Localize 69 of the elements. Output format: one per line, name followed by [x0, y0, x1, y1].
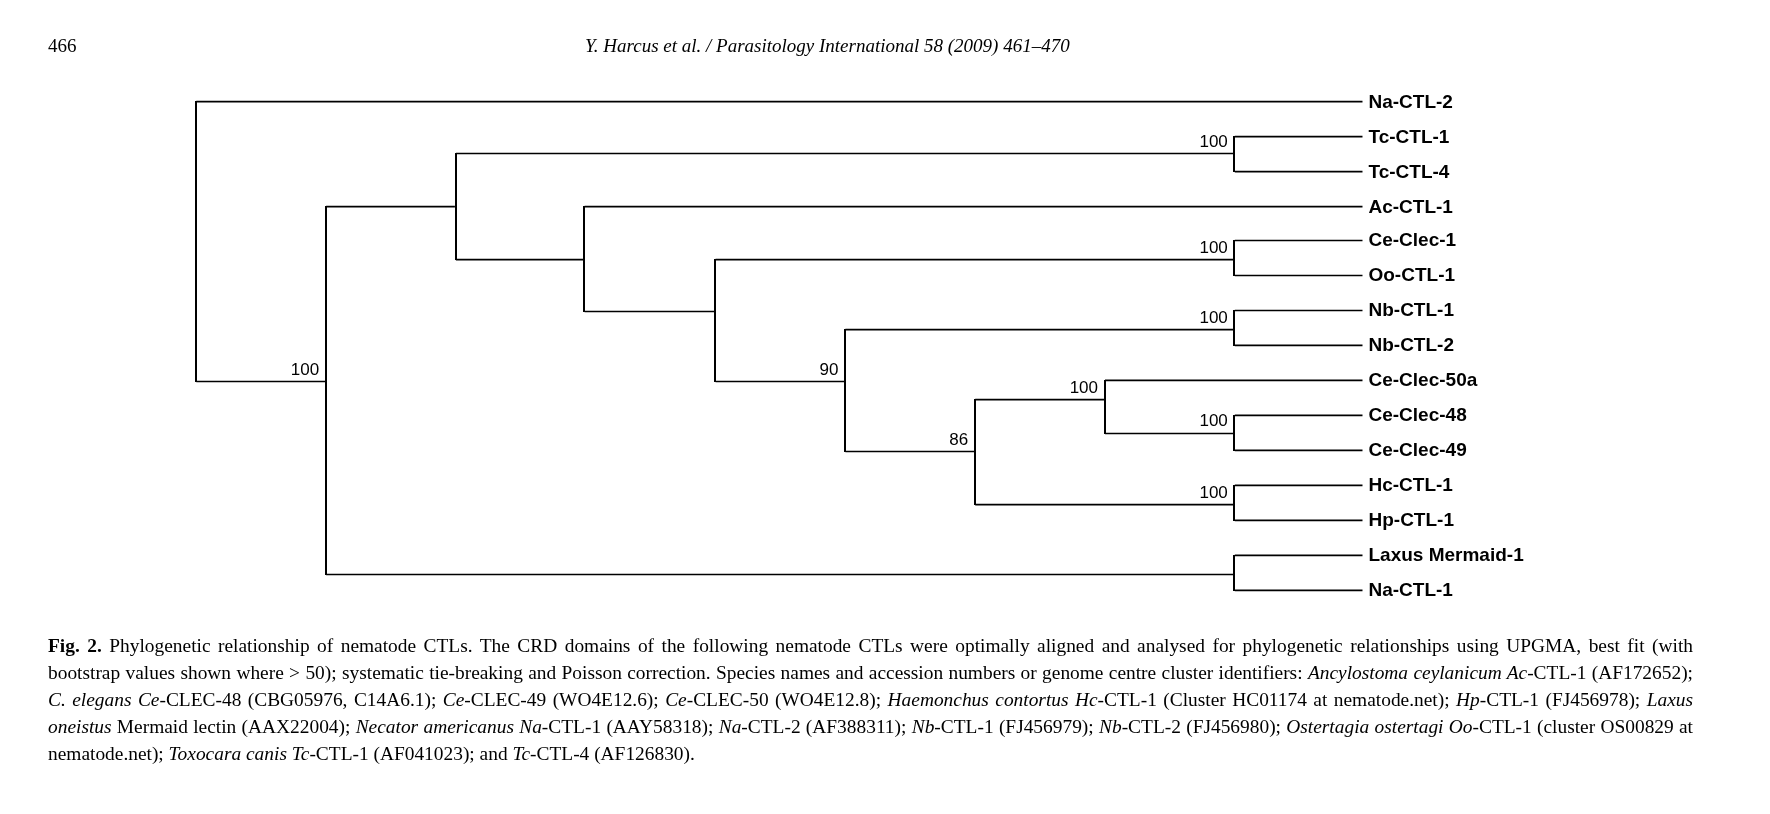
bootstrap-value: 100	[290, 359, 320, 379]
branch-line	[1234, 554, 1364, 557]
taxon-label: Nb-CTL-1	[1368, 299, 1454, 322]
branch-line	[714, 380, 846, 383]
taxon-label: Hc-CTL-1	[1368, 474, 1453, 497]
page-number: 466	[48, 35, 77, 57]
branch-line	[1234, 239, 1364, 242]
branch-junction	[324, 205, 327, 576]
running-header: Y. Harcus et al. / Parasitology International 58 (2009) 461–470	[585, 35, 1070, 57]
branch-line	[1234, 344, 1364, 347]
branch-line	[1234, 274, 1364, 277]
branch-junction	[1233, 414, 1236, 452]
branch-line	[195, 380, 326, 383]
bootstrap-value: 90	[819, 359, 839, 379]
branch-line	[455, 152, 1235, 155]
branch-line	[1234, 135, 1364, 138]
branch-line	[583, 205, 1364, 208]
branch-junction	[194, 100, 197, 383]
branch-line	[1234, 414, 1364, 417]
taxon-label: Tc-CTL-4	[1368, 160, 1450, 183]
taxon-label: Nb-CTL-2	[1368, 334, 1454, 357]
branch-line	[325, 205, 456, 208]
branch-junction	[1233, 135, 1236, 173]
branch-line	[1234, 170, 1364, 173]
branch-junction	[714, 258, 717, 383]
taxon-label: Oo-CTL-1	[1368, 264, 1456, 287]
branch-junction	[1233, 484, 1236, 522]
branch-line	[1104, 432, 1235, 435]
bootstrap-value: 100	[1199, 131, 1228, 151]
branch-junction	[1233, 554, 1236, 592]
taxon-label: Ce-Clec-50a	[1368, 369, 1478, 392]
bootstrap-value: 86	[949, 429, 969, 449]
taxon-label: Hp-CTL-1	[1368, 509, 1454, 532]
branch-line	[844, 328, 1235, 331]
branch-line	[583, 310, 716, 313]
bootstrap-value: 100	[1199, 237, 1228, 257]
taxon-label: Na-CTL-1	[1368, 579, 1453, 602]
branch-junction	[1233, 239, 1236, 277]
branch-line	[1234, 589, 1364, 592]
taxon-label: Na-CTL-2	[1368, 90, 1453, 113]
taxon-label: Ce-Clec-1	[1368, 229, 1457, 252]
branch-line	[844, 450, 975, 453]
branch-line	[455, 258, 585, 261]
branch-line	[974, 398, 1105, 401]
branch-line	[1104, 379, 1364, 382]
branch-line	[1234, 309, 1364, 312]
branch-line	[974, 503, 1235, 506]
branch-line	[714, 258, 1235, 261]
branch-junction	[583, 205, 586, 313]
bootstrap-value: 100	[1199, 307, 1228, 327]
branch-line	[195, 100, 1364, 103]
branch-line	[1234, 519, 1364, 522]
taxon-label: Tc-CTL-1	[1368, 125, 1450, 148]
taxon-label: Ac-CTL-1	[1368, 195, 1453, 218]
branch-junction	[973, 398, 976, 506]
branch-line	[325, 573, 1235, 576]
taxon-label: Ce-Clec-48	[1368, 404, 1467, 427]
branch-junction	[843, 328, 846, 453]
branch-junction	[1233, 309, 1236, 347]
taxon-label: Ce-Clec-49	[1368, 439, 1467, 462]
taxon-label: Laxus Mermaid-1	[1368, 544, 1524, 567]
bootstrap-value: 100	[1199, 482, 1228, 502]
bootstrap-value: 100	[1199, 411, 1228, 431]
branch-junction	[454, 152, 457, 261]
branch-junction	[1103, 379, 1106, 435]
bootstrap-value: 100	[1069, 377, 1098, 397]
branch-line	[1234, 449, 1364, 452]
branch-line	[1234, 484, 1364, 487]
figure-caption: Fig. 2. Phylogenetic relationship of nematode CTLs. The CRD domains of the following nematode CTLs were optimally aligned and analysed for phylogenetic relationships using UPGMA, best fit (with bootstrap values shown where > 50); systematic tie-breaking and Poisson correction. Species names and accession numbers or genome centre cluster identifiers: Ancylostoma ceylanicum Ac-CTL-1 (AF172652); C. elegans Ce-CLEC-48 (CBG05976, C14A6.1); Ce-CLEC-49 (WO4E12.6); Ce-CLEC-50 (WO4E12.8); Haemonchus contortus Hc-CTL-1 (Cluster HC01174 at nematode.net); Hp-CTL-1 (FJ456978); Laxus oneistus Mermaid lectin (AAX22004); Necator americanus Na-CTL-1 (AAY58318); Na-CTL-2 (AF388311); Nb-CTL-1 (FJ456979); Nb-CTL-2 (FJ456980); Ostertagia ostertagi Oo-CTL-1 (cluster OS00829 at nematode.net); Toxocara canis Tc-CTL-1 (AF041023); and Tc-CTL-4 (AF126830).	[48, 634, 1693, 766]
